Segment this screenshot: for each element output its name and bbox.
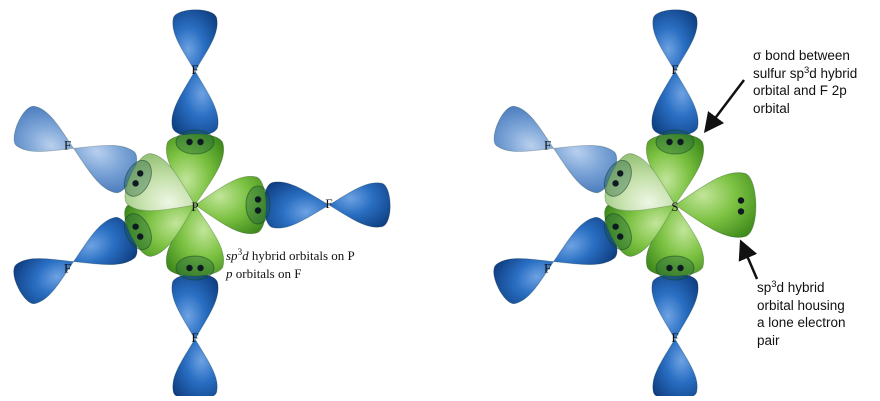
lone-annotation-line3: a lone electron — [757, 315, 846, 330]
right-fluorine-label: F — [325, 196, 332, 211]
lower-left-bond-electron-a — [132, 223, 139, 230]
lone-line1-b: d hybrid — [776, 280, 825, 295]
lone-line1-a: sp — [757, 280, 772, 295]
right-bond-electron-b — [254, 196, 262, 203]
upper-left-bond-overlap — [123, 159, 152, 197]
lone-pair-electron-a — [737, 208, 745, 215]
sigma-line2-b: d hybrid — [809, 65, 858, 81]
sigma-annotation-line4: orbital — [753, 100, 790, 116]
sigma-annotation-line2: sulfur sp3d hybrid — [753, 65, 857, 83]
up-fluorine-label: F — [191, 62, 198, 77]
upper-left-fluorine-label: F — [544, 137, 551, 152]
upper-left-fluorine-outer-lobe — [493, 105, 555, 152]
down-bond-electron-a — [666, 264, 673, 272]
lone-line1-sup: 3 — [771, 278, 777, 290]
lone-pair-annotation: sp3d hybrid orbital housing a lone elect… — [757, 279, 846, 349]
down-bond-overlap — [175, 255, 215, 281]
up-bond-electron-b — [666, 138, 673, 146]
lone-pair-hybrid-lobe — [674, 172, 757, 238]
legend-line-hybrid: sp3d hybrid orbitals on P — [226, 247, 355, 265]
lower-left-bond-electron-a — [612, 223, 619, 230]
upper-left-bond-electron-b — [612, 180, 619, 187]
left-molecule: P F F F F F — [13, 9, 391, 401]
central-atom-label: P — [191, 199, 198, 214]
lower-left-bond-overlap — [123, 213, 152, 251]
up-bond-overlap — [655, 129, 695, 155]
upper-left-fluorine-label: F — [64, 137, 71, 152]
legend-superscript: 3 — [237, 247, 243, 257]
down-bond-electron-a — [186, 264, 193, 272]
up-bond-electron-b — [186, 138, 193, 146]
lone-annotation-line4: pair — [757, 332, 780, 348]
upper-left-hybrid-lobe — [124, 153, 196, 212]
down-fluorine-label: F — [191, 330, 198, 345]
right-hybrid-lobe — [194, 175, 267, 235]
upper-left-bond-overlap — [603, 159, 632, 197]
central-atom-label: S — [671, 199, 678, 214]
right-bond-electron-a — [254, 207, 262, 214]
lone-annotation-line2: orbital housing — [757, 297, 845, 313]
upper-left-fluorine-outer-lobe — [13, 105, 75, 152]
upper-left-bond-electron-b — [132, 180, 139, 187]
up-fluorine-inner-lobe — [171, 70, 219, 137]
right-fluorine-outer-lobe — [328, 182, 391, 228]
right-bond-overlap — [245, 185, 271, 225]
down-fluorine-label: F — [671, 330, 678, 345]
down-bond-overlap — [655, 255, 695, 281]
lower-left-bond-overlap — [603, 213, 632, 251]
upper-left-bond-electron-a — [137, 170, 144, 177]
lower-left-bond-electron-b — [137, 233, 144, 240]
right-fluorine-inner-lobe — [263, 181, 330, 229]
up-bond-electron-a — [677, 138, 684, 146]
up-fluorine-outer-lobe — [172, 9, 218, 72]
sigma-annotation-line3: orbital and F 2p — [753, 83, 847, 98]
sigma-line2-a: sulfur sp — [753, 65, 805, 81]
down-fluorine-outer-lobe — [172, 338, 218, 401]
lower-left-fluorine-outer-lobe — [13, 258, 75, 305]
legend-d-text: d — [242, 248, 249, 263]
legend-sp-text: sp — [226, 248, 238, 263]
legend-line-p: p orbitals on F — [226, 265, 355, 283]
down-bond-electron-b — [677, 264, 684, 272]
legend-hybrid-rest: hybrid orbitals on P — [248, 248, 355, 263]
upper-left-hybrid-lobe — [604, 153, 676, 212]
lone-pair-arrow — [738, 239, 759, 280]
up-fluorine-label: F — [671, 62, 678, 77]
lower-left-fluorine-outer-lobe — [493, 258, 555, 305]
up-bond-electron-a — [197, 138, 204, 146]
sigma-bond-annotation: σ bond between sulfur sp3d hybrid orbita… — [753, 47, 857, 117]
sigma-bond-arrow — [703, 79, 745, 133]
down-bond-electron-b — [197, 264, 204, 272]
legend-p-rest: orbitals on F — [232, 266, 302, 281]
lower-left-fluorine-label: F — [64, 261, 71, 276]
upper-left-bond-electron-a — [617, 170, 624, 177]
down-fluorine-outer-lobe — [652, 338, 698, 401]
sigma-annotation-line1: σ bond between — [753, 48, 850, 63]
lower-left-fluorine-label: F — [544, 261, 551, 276]
lower-left-bond-electron-b — [617, 233, 624, 240]
up-fluorine-inner-lobe — [651, 70, 699, 137]
up-bond-overlap — [175, 129, 215, 155]
legend-p-text: p — [226, 266, 233, 281]
left-legend: sp3d hybrid orbitals on P p orbitals on … — [226, 247, 355, 283]
up-fluorine-outer-lobe — [652, 9, 698, 72]
lone-annotation-line1: sp3d hybrid — [757, 279, 846, 297]
sigma-line2-sup: 3 — [804, 64, 810, 76]
right-molecule: S F F F F — [493, 9, 757, 401]
lone-pair-electron-b — [737, 197, 745, 204]
